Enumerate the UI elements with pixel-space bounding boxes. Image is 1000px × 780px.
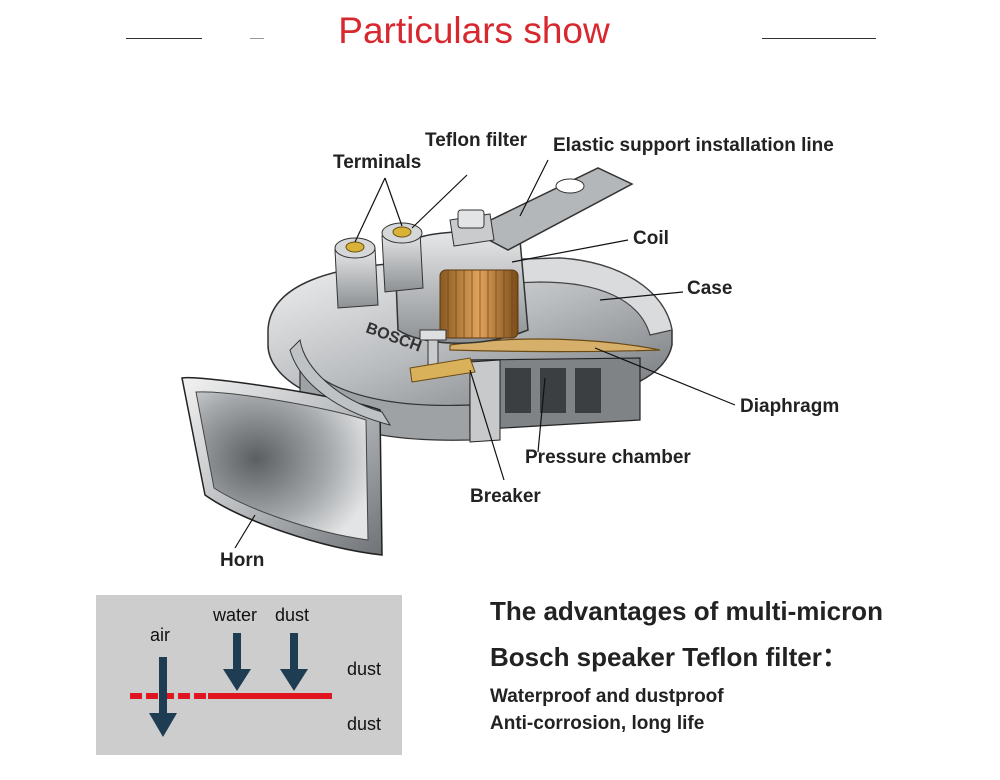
pressure-chamber-cutaway: [469, 357, 641, 443]
coil-housing: [394, 231, 529, 344]
breaker-assembly: [409, 329, 476, 383]
label-pressure-chamber: Pressure chamber: [525, 447, 691, 468]
diaphragm: [449, 338, 661, 353]
horn-bell: [181, 338, 392, 556]
label-air: air: [150, 625, 171, 645]
label-water: water: [213, 605, 258, 625]
title-rule-right: [762, 38, 876, 39]
label-horn: Horn: [220, 550, 265, 571]
dust-arrow-icon: [280, 633, 308, 691]
label-elastic-support: Elastic support installation line: [553, 135, 834, 156]
title-rule-left: [126, 38, 202, 39]
label-dust-right: dust: [347, 659, 382, 679]
label-diaphragm: Diaphragm: [740, 396, 840, 417]
advantage-point-2: Anti-corrosion, long life: [490, 713, 705, 734]
label-case: Case: [687, 278, 733, 299]
advantages-heading-line1: The advantages of multi-micron: [490, 596, 883, 626]
label-teflon-filter: Teflon filter: [425, 130, 528, 151]
label-terminals: Terminals: [333, 152, 422, 173]
elastic-support-bracket: [449, 167, 634, 251]
air-arrow-icon: [149, 657, 177, 737]
filter-demo-graphic: [130, 633, 332, 737]
filter-demo-panel: [96, 595, 402, 755]
title-rule-left-stub: [250, 38, 264, 39]
label-breaker: Breaker: [470, 486, 541, 507]
label-dust-bottom: dust: [347, 714, 382, 734]
advantage-point-1: Waterproof and dustproof: [490, 686, 724, 707]
water-arrow-icon: [223, 633, 251, 691]
page-title: Particulars show: [338, 10, 610, 51]
advantages-heading-line2: Bosch speaker Teflon filter：: [490, 642, 848, 672]
leader-lines: [234, 159, 736, 549]
horn-cutaway-illustration: BOSCH: [181, 159, 736, 556]
label-coil: Coil: [633, 228, 669, 249]
label-dust-top: dust: [275, 605, 310, 625]
